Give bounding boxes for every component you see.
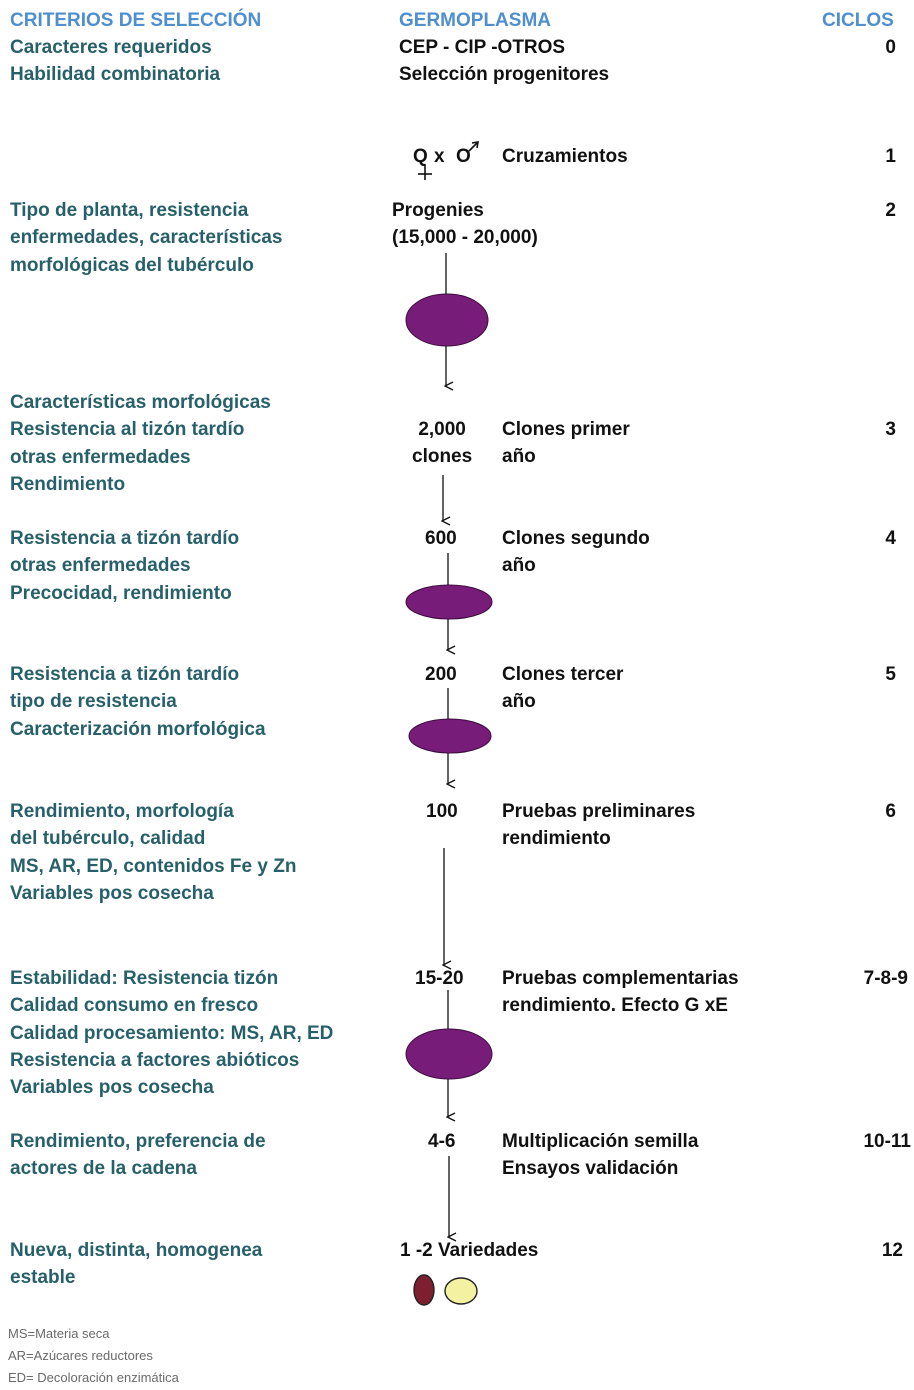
cycle-0: 0 — [885, 37, 896, 58]
criteria-line: Caracterización morfológica — [10, 718, 266, 740]
selection-ellipse-4 — [405, 1028, 493, 1080]
cycle-6: 6 — [885, 801, 896, 822]
description-stage-6: Pruebas complementarias rendimiento. Efe… — [502, 965, 739, 1020]
criteria-line: MS, AR, ED, contenidos Fe y Zn — [10, 855, 297, 877]
description-line: año — [502, 446, 536, 468]
female-symbol: Q — [413, 146, 428, 167]
footnote-ms: MS=Materia seca — [8, 1326, 110, 1341]
female-symbol-cross — [418, 165, 432, 180]
criteria-line: estable — [10, 1267, 76, 1289]
count-stage-5: 100 — [426, 801, 458, 822]
description-line: año — [502, 555, 536, 577]
description-line: Multiplicación semilla — [502, 1131, 699, 1152]
cycle-5: 5 — [885, 664, 896, 685]
variety-red-tuber — [413, 1274, 435, 1306]
criteria-top: Caracteres requeridos Habilidad combinat… — [10, 34, 220, 89]
count-stage-1: Progenies (15,000 - 20,000) — [392, 197, 538, 252]
description-stage-2: Clones primer año — [502, 416, 630, 471]
count-stage-7: 4-6 — [428, 1131, 456, 1152]
criteria-line: morfológicas del tubérculo — [10, 254, 254, 276]
criteria-line: Rendimiento, morfología — [10, 801, 234, 822]
germplasm-top: CEP - CIP -OTROS Selección progenitores — [399, 34, 609, 89]
criteria-line: Resistencia al tizón tardío — [10, 419, 245, 441]
criteria-line: Resistencia a factores abióticos — [10, 1049, 300, 1071]
criteria-line: Tipo de planta, resistencia — [10, 200, 249, 221]
criteria-stage-6: Estabilidad: Resistencia tizón Calidad c… — [10, 965, 333, 1101]
count-line: (15,000 - 20,000) — [392, 227, 538, 249]
count-stage-8: 1 -2 Variedades — [400, 1240, 539, 1261]
criteria-line: otras enfermedades — [10, 555, 191, 577]
description-stage-5: Pruebas preliminares rendimiento — [502, 798, 695, 853]
criteria-line: Estabilidad: Resistencia tizón — [10, 968, 279, 989]
criteria-stage-5: Rendimiento, morfología del tubérculo, c… — [10, 798, 296, 907]
cycle-7-8-9: 7-8-9 — [863, 968, 908, 989]
description-line: Ensayos validación — [502, 1158, 679, 1180]
header-cycles: CICLOS — [822, 10, 894, 31]
criteria-line: Caracteres requeridos — [10, 37, 212, 58]
cycle-12: 12 — [881, 1240, 903, 1261]
male-symbol-arrow — [468, 141, 479, 152]
selection-ellipse-3 — [408, 718, 492, 754]
count-stage-6: 15-20 — [415, 968, 464, 989]
variety-yellow-tuber — [444, 1277, 478, 1305]
criteria-line: Precocidad, rendimiento — [10, 582, 232, 604]
description-stage-3: Clones segundo año — [502, 525, 650, 580]
criteria-line: Resistencia a tizón tardío — [10, 664, 240, 685]
description-stage-7: Multiplicación semilla Ensayos validació… — [502, 1128, 698, 1183]
criteria-stage-4: Resistencia a tizón tardío tipo de resis… — [10, 661, 266, 743]
selection-ellipse-1 — [405, 293, 489, 347]
criteria-stage-8: Nueva, distinta, homogenea estable — [10, 1237, 262, 1292]
count-line: 2,000 — [418, 419, 466, 440]
cross-x: x — [434, 146, 445, 167]
cycle-4: 4 — [885, 528, 896, 549]
criteria-line: Nueva, distinta, homogenea — [10, 1240, 263, 1261]
description-line: Pruebas preliminares — [502, 801, 696, 822]
description-stage-4: Clones tercer año — [502, 661, 623, 716]
description-line: Clones primer — [502, 419, 630, 440]
criteria-stage-7: Rendimiento, preferencia de actores de l… — [10, 1128, 266, 1183]
criteria-line: Rendimiento, preferencia de — [10, 1131, 266, 1152]
footnote-ed: ED= Decoloración enzimática — [8, 1370, 179, 1385]
criteria-line: Resistencia a tizón tardío — [10, 528, 240, 549]
criteria-line: del tubérculo, calidad — [10, 828, 206, 850]
criteria-stage-1: Tipo de planta, resistencia enfermedades… — [10, 197, 283, 279]
selection-ellipse-2 — [405, 584, 493, 620]
footnote-ar: AR=Azúcares reductores — [8, 1348, 153, 1363]
criteria-line: Habilidad combinatoria — [10, 64, 221, 86]
count-line: Progenies — [392, 200, 484, 221]
count-line: clones — [412, 446, 473, 468]
criteria-line: Calidad consumo en fresco — [10, 995, 259, 1017]
criteria-line: Calidad procesamiento: MS, AR, ED — [10, 1022, 334, 1044]
cycle-3: 3 — [885, 419, 896, 440]
criteria-stage-2: Características morfológicas Resistencia… — [10, 389, 271, 498]
description-line: rendimiento — [502, 828, 611, 850]
cycle-10-11: 10-11 — [863, 1131, 911, 1152]
header-criteria: CRITERIOS DE SELECCIÓN — [10, 10, 262, 31]
description-line: Clones segundo — [502, 528, 650, 549]
count-stage-4: 200 — [425, 664, 457, 685]
cycle-1: 1 — [885, 146, 896, 167]
criteria-line: otras enfermedades — [10, 446, 191, 468]
description-line: rendimiento. Efecto G xE — [502, 995, 728, 1017]
criteria-line: enfermedades, características — [10, 227, 283, 249]
criteria-line: tipo de resistencia — [10, 691, 177, 713]
male-symbol: O — [456, 146, 471, 167]
criteria-line: actores de la cadena — [10, 1158, 197, 1180]
criteria-line: Variables pos cosecha — [10, 882, 214, 904]
count-stage-2: 2,000 clones — [412, 416, 472, 471]
count-stage-3: 600 — [425, 528, 457, 549]
germplasm-line: CEP - CIP -OTROS — [399, 37, 566, 58]
criteria-line: Características morfológicas — [10, 392, 271, 413]
cycle-2: 2 — [885, 200, 896, 221]
germplasm-line: Selección progenitores — [399, 64, 610, 86]
crosses-label: Cruzamientos — [502, 146, 628, 167]
criteria-line: Variables pos cosecha — [10, 1077, 214, 1099]
description-line: Clones tercer — [502, 664, 624, 685]
criteria-line: Rendimiento — [10, 473, 126, 495]
header-germplasm: GERMOPLASMA — [399, 10, 551, 31]
description-line: Pruebas complementarias — [502, 968, 739, 989]
description-line: año — [502, 691, 536, 713]
criteria-stage-3: Resistencia a tizón tardío otras enferme… — [10, 525, 239, 607]
